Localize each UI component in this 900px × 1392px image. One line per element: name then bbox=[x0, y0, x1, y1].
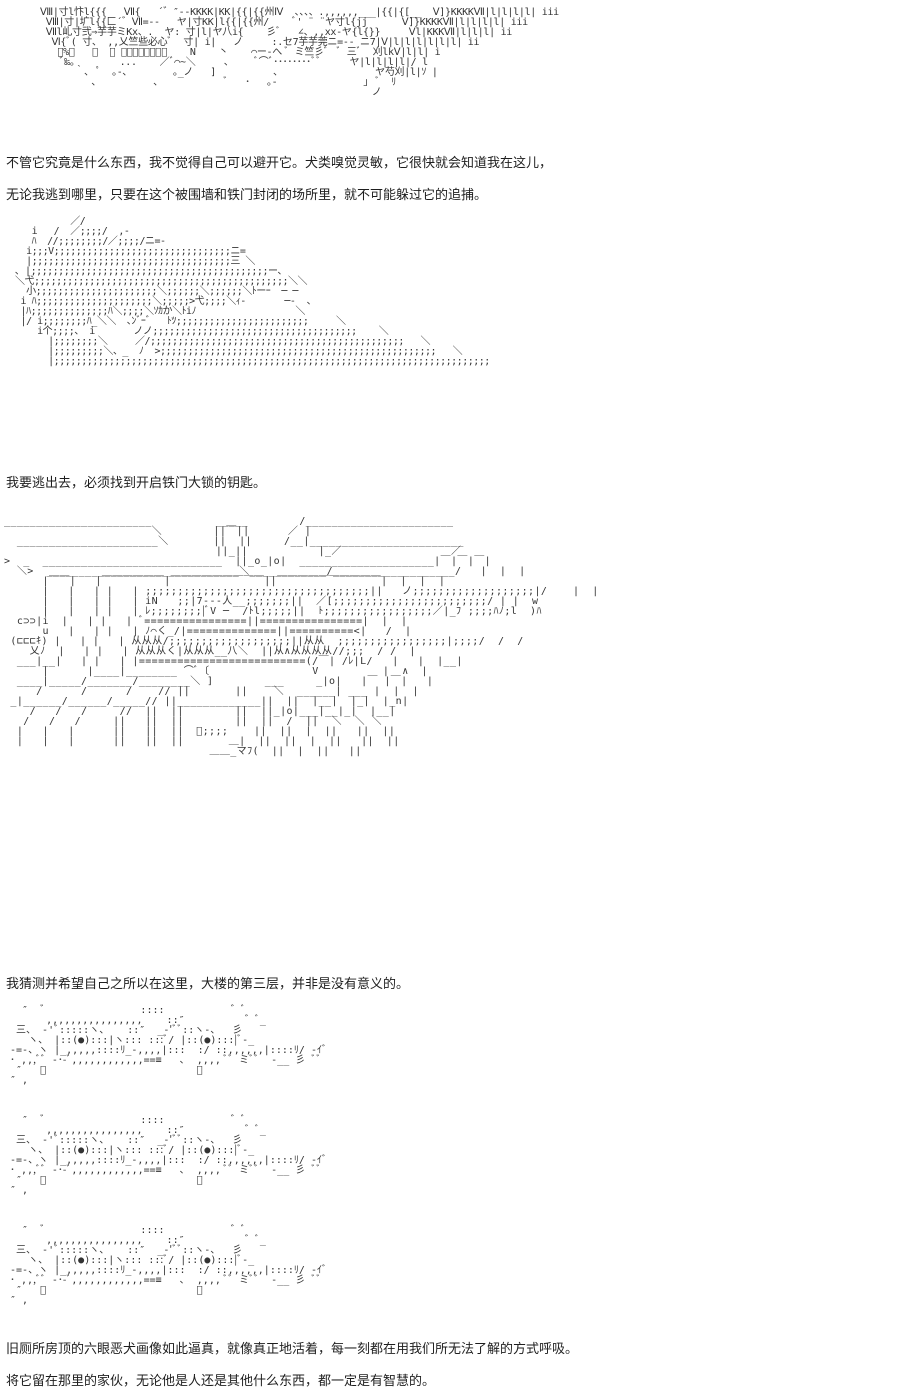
ascii-art-line: | | | | | ﾚ;;;;;;;;|ﾞV ─ /ﾄl;;;;;|| ﾄ;;;… bbox=[4, 606, 542, 617]
ascii-art-line: 乂ﾉ | | | | 从从从く|从从从__八＼ ||从∧从从从从//;;; / … bbox=[4, 646, 416, 657]
ascii-art-line: ___|__| | | | |=========================… bbox=[4, 656, 463, 667]
paragraph-4: 我猜测并希望自己之所以在这里，大楼的第三层，并非是没有意义的。 bbox=[6, 977, 410, 992]
ascii-art-line: ､ ､ ﾞ ･ ｡- 」 ﾞ ﾘ bbox=[40, 77, 396, 88]
ascii-art-line: ｀、 ﾟ ｡-､ ｡_ノ ] ､ ヤ芍刈|l|ｿ | bbox=[40, 67, 438, 78]
ascii-art-line: Ⅵ{ﾞ( 寸、 ,,乂竺些必心ﾞ 寸| i| ノ :.セ7芋芋莞ニ=‐- ニ7|… bbox=[40, 37, 480, 48]
ascii-art-eyes-1: ″ ゛ :::: ゛ﾞ ,,,,,,,,,,,,,,,, ::″ ゛ﾞ_ 三、 … bbox=[4, 1005, 327, 1086]
ascii-art-line: | | | | | ;;;;;;;;;;;;;;;;;;;;;;;;;;;;;;… bbox=[4, 586, 599, 597]
ascii-art-line: ヽ、 |::(●):::|ヽ::: :::ﾞ/ |::(●):::|ﾞ‐_ bbox=[4, 1035, 255, 1046]
ascii-art-line: 三、 -'ﾞ:::::ヽ、 ::″ _-'ﾞﾞ::ヽ-、 彡 bbox=[4, 1135, 243, 1146]
ascii-art-line: _|______/______/_____// ||_____________|… bbox=[4, 696, 409, 707]
ascii-art-line: |ﾊ;;;;;;;;;;;;;;ﾊ＼;;;;＼ｿｶか＼ﾄiﾉ ＼ bbox=[4, 306, 306, 317]
ascii-art-line: ,,,,,,,,,,,,,,,, ::″ ゛ﾞ_ bbox=[4, 1235, 266, 1246]
ascii-art-line: ″ , bbox=[4, 1185, 29, 1196]
ascii-art-line: / / / // || || || ||_|o|___|__|_| |__| bbox=[4, 706, 396, 717]
ascii-art-line: (⊏⊏⊏ｷ) | | | | 从从从/;;;;;;;;;;;;;;;;;;;||… bbox=[4, 636, 524, 647]
ascii-art-line: ･ ,,,ﾞﾞ -･-ﾞ,,,,,,,,,,,,==≡ ､ ,,,, ﾞﾞ ミﾞ… bbox=[4, 1055, 322, 1066]
ascii-art-line: i个;;;;、 i ノノ;;;;;;;;;;;;;;;;;;;;;;;;;;;;… bbox=[4, 326, 389, 337]
ascii-art-line: ヽ、 |::(●):::|ヽ::: :::ﾞ/ |::(●):::|ﾞ‐_ bbox=[4, 1255, 255, 1266]
paragraph-2: 无论我逃到哪里，只要在这个被围墙和铁门封闭的场所里，就不可能躲过它的追捕。 bbox=[6, 188, 488, 203]
ascii-art-line: | | | | | iN ;;|7‐‐‐人__;;;;;;;|| ／[;;;;;… bbox=[4, 596, 539, 607]
ascii-art-eyes-2: ″ ゛ :::: ゛ﾞ ,,,,,,,,,,,,,,,, ::″ ゛ﾞ_ 三、 … bbox=[4, 1115, 327, 1196]
ascii-art-line: Ⅷ|寸|圹l{{匚´゛Ⅶ=‐- ヤ|寸KK|l{{|{{州/ ﾞ' ¨ ¨ヤ寸l… bbox=[40, 17, 528, 28]
ascii-art-line: ﾊ //;;;;;;;;/／;;;;/ニ=‐ bbox=[4, 236, 166, 247]
ascii-art-line: ,,,,,,,,,,,,,,,, ::″ ゛ﾞ_ bbox=[4, 1015, 266, 1026]
ascii-art-eyes-3: ″ ゛ :::: ゛ﾞ ,,,,,,,,,,,,,,,, ::″ ゛ﾞ_ 三、 … bbox=[4, 1225, 327, 1306]
ascii-art-line: 三、 -'ﾞ:::::ヽ、 ::″ _-'ﾞﾞ::ヽ-、 彡 bbox=[4, 1245, 243, 1256]
paragraph-5: 旧厕所房顶的六眼恶犬画像如此逼真，就像真正地活着，每一刻都在用我们所无法了解的方… bbox=[6, 1342, 579, 1357]
ascii-art-line: |;;;;;;;;;;;;;;;;;;;;;;;;;;;;;;;;;;;;三 ＼ bbox=[4, 256, 255, 267]
ascii-art-line: |￣￣| |￣￣￣￣￣￣|￣￣￣￣￣￣￣￣￣||￣￣￣￣￣￣￣￣￣￣| | | … bbox=[4, 576, 446, 587]
ascii-art-line: ﾞ‰。 ... ／ﾞ⌒~＼ ､ ﾞ⌒ﾞ････････ﾞﾞ ヤ|l|l|l|l|… bbox=[40, 57, 428, 68]
ascii-art-line: | | | || || || ＿| || || | || || || bbox=[4, 736, 400, 747]
ascii-art-line: / / / || || || || || / || ＼ ＼ ＼ bbox=[4, 716, 382, 727]
ascii-art-line: -=-、ヽ |_,,,,,::::ﾘ_-,,,,|::: :/ ::,,,,,,… bbox=[4, 1265, 327, 1276]
ascii-art-line: u | | | | ﾉ⌒く_/|==============||========… bbox=[4, 626, 412, 637]
ascii-art-line: ____|_____/_______/________＼ ] ___ _|o| … bbox=[4, 676, 434, 687]
ascii-art-line: i ﾊ;;;;;;;;;;;;;;;;;;;;;＼;;;;;>弋;;;;＼ｨ- … bbox=[4, 296, 317, 307]
ascii-art-line: Ⅶl乢寸弐⇒芋芋ミKx、. ヤ: 寸|l|ヤ八i{ 彡ﾞ ∠、,,xx‐ヤ{l{… bbox=[40, 27, 513, 38]
ascii-art-line: ヽ、 |::(●):::|ヽ::: :::ﾞ/ |::(●):::|ﾞ‐_ bbox=[4, 1145, 255, 1156]
ascii-art-line: i;;;V;;;;;;;;;;;;;;;;;;;;;;;;;;;;;;;;ニ= bbox=[4, 246, 246, 257]
ascii-art-line: ノ bbox=[40, 87, 382, 98]
ascii-art-line: ／/ bbox=[4, 216, 86, 227]
ascii-art-line: ＼弋;;;;;;;;;;;;;;;;;;;;;;;;;;;;;;;;;;;;;;… bbox=[4, 276, 307, 287]
ascii-art-line: ″ ﾞ ﾞ bbox=[4, 1065, 203, 1076]
ascii-art-line: i / ／;;;;/ ,‐ bbox=[4, 226, 130, 237]
ascii-art-line: ＿＿_マﾌ( || | || || bbox=[4, 746, 362, 757]
ascii-art-line: ･ ,,,ﾞﾞ -･-ﾞ,,,,,,,,,,,,==≡ ､ ,,,, ﾞﾞ ミﾞ… bbox=[4, 1165, 322, 1176]
ascii-art-line: | | | || || || ﾞ;;;; || || | || || || bbox=[4, 726, 396, 737]
ascii-art-line: ″ ﾞ ﾞ bbox=[4, 1285, 203, 1296]
ascii-art-line: 小;;;;;;;;;;;;;;;;;;;;;;＼;;;;;;＼;;;;;;＼ﾄー… bbox=[4, 286, 298, 297]
paragraph-3: 我要逃出去，必须找到开启铁门大锁的钥匙。 bbox=[6, 476, 267, 491]
ascii-art-line: ･ ,,,ﾞﾞ -･-ﾞ,,,,,,,,,,,,==≡ ､ ,,,, ﾞﾞ ミﾞ… bbox=[4, 1275, 322, 1286]
ascii-art-line: ､ |;;;;;;;;;;;;;;;;;;;;;;;;;;;;;;;;;;;;;… bbox=[4, 266, 287, 277]
ascii-art-line: / / / // || || ＼ ______| ___ | | | bbox=[4, 686, 419, 697]
ascii-art-line: |/ i;;;;;;;;ﾊ_＼＼ ､ﾝﾞｰﾞ ﾄﾂ;;;;;;;;;;;;;;;… bbox=[4, 316, 346, 327]
ascii-art-gate: ／/ i / ／;;;;/ ,‐ ﾊ //;;;;;;;;/／;;;;/ニ=‐ … bbox=[4, 214, 490, 367]
ascii-art-line: Ⅷ|寸l忭l{{{ Ⅶ{ ´゛″‐-KKKK|KK|{{|{{州Ⅳ 、、、、.,… bbox=[40, 7, 559, 18]
ascii-art-line: ||_|| |_／ ／ bbox=[4, 546, 462, 557]
ascii-art-line: ″ , bbox=[4, 1295, 29, 1306]
ascii-art-line: ______________________＼ || || /__|______… bbox=[4, 536, 464, 547]
ascii-art-line: ＼> ______________________________＼______… bbox=[4, 566, 526, 577]
ascii-art-building: _______________________ _____ /_________… bbox=[4, 512, 599, 757]
ascii-art-line: ″ ゛ :::: ゛ﾞ bbox=[4, 1115, 246, 1126]
ascii-art-line: c⊃⊃|i | | | | ﾞ================||=======… bbox=[4, 616, 408, 627]
ascii-art-line: _______________________ _____ /_________… bbox=[4, 516, 454, 527]
ascii-art-line: ＼ ||￣|| ／ | bbox=[4, 526, 312, 537]
ascii-art-line: ″ ﾞ ﾞ bbox=[4, 1175, 203, 1186]
ascii-art-line: ﾞ%。 ﾞ ﾞ ･･･････ﾞ N 丶 ⌒ー‐へ ﾞ ミ竺彡ﾞ ﾞ 三ﾞ 刈l… bbox=[40, 47, 441, 58]
ascii-art-line: -=-、ヽ |_,,,,,::::ﾘ_-,,,,|::: :/ ::,,,,,,… bbox=[4, 1045, 327, 1056]
ascii-art-line: 三、 -'ﾞ:::::ヽ、 ::″ _-'ﾞﾞ::ヽ-、 彡 bbox=[4, 1025, 243, 1036]
ascii-art-line: ″ ゛ :::: ゛ﾞ bbox=[4, 1225, 246, 1236]
ascii-art-line: > _ ____________________________ ||_o_|o… bbox=[4, 556, 492, 567]
ascii-art-line: |;;;;;;;;;;;;;;;;;;;;;;;;;;;;;;;;;;;;;;;… bbox=[4, 356, 490, 367]
ascii-art-faces: Ⅷ|寸l忭l{{{ Ⅶ{ ´゛″‐-KKKK|KK|{{|{{州Ⅳ 、、、、.,… bbox=[40, 6, 559, 98]
paragraph-1: 不管它究竟是什么东西，我不觉得自己可以避开它。犬类嗅觉灵敏，它很快就会知道我在这… bbox=[6, 156, 553, 171]
ascii-art-line: -=-、ヽ |_,,,,,::::ﾘ_-,,,,|::: :/ ::,,,,,,… bbox=[4, 1155, 327, 1166]
ascii-art-line: |;;;;;;;;;＼、_ ﾉ >;;;;;;;;;;;;;;;;;;;;;;;… bbox=[4, 346, 463, 357]
paragraph-6: 将它留在那里的家伙，无论他是人还是其他什么东西，都一定是有智慧的。 bbox=[6, 1374, 436, 1389]
ascii-art-line: | |____|________ ⌒ﾞ〔 V | ∧ | bbox=[4, 666, 428, 677]
ascii-art-line: ,,,,,,,,,,,,,,,, ::″ ゛ﾞ_ bbox=[4, 1125, 266, 1136]
ascii-art-line: |;;;;;;;;＼ ／/;;;;;;;;;;;;;;;;;;;;;;;;;;;… bbox=[4, 336, 430, 347]
ascii-art-line: ″ , bbox=[4, 1075, 29, 1086]
ascii-art-line: ″ ゛ :::: ゛ﾞ bbox=[4, 1005, 246, 1016]
